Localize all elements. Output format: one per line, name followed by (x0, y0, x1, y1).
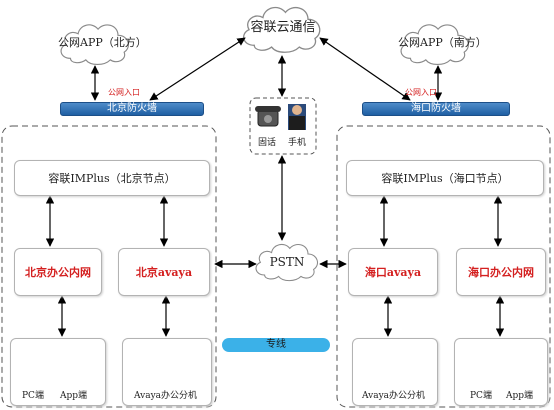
pstn-label: PSTN (269, 255, 305, 269)
north-app-label: 公网APP（北方） (58, 36, 147, 49)
haikou-app-label: App端 (506, 391, 534, 401)
beijing-client-devices (10, 338, 106, 406)
landline-phone-icon (255, 106, 281, 127)
beijing-app-label: App端 (60, 391, 88, 401)
beijing-avaya-extensions (122, 338, 212, 406)
phones-region (249, 97, 317, 155)
beijing-avaya-label: 北京avaya (135, 266, 193, 279)
mobile-label: 手机 (288, 138, 307, 148)
haikou-avaya-label: 海口avaya (364, 266, 422, 279)
mobile-user-icon (288, 104, 306, 130)
beijing-implus-node: 容联IMPlus（北京节点） (14, 160, 210, 196)
south-entry-label: 公网入口 (405, 88, 437, 97)
haikou-firewall: 海口防火墙 (362, 102, 510, 116)
beijing-pc-label: PC端 (22, 391, 44, 401)
south-app-label: 公网APP（南方） (398, 36, 487, 49)
beijing-implus-label: 容联IMPlus（北京节点） (48, 172, 176, 185)
haikou-avaya-extensions (352, 338, 438, 406)
beijing-avaya: 北京avaya (118, 248, 210, 296)
haikou-avaya: 海口avaya (348, 248, 438, 296)
haikou-implus-node: 容联IMPlus（海口节点） (346, 160, 544, 196)
haikou-office-network: 海口办公内网 (456, 248, 546, 296)
haikou-avaya-ext-label: Avaya办公分机 (362, 391, 426, 401)
haikou-client-devices (454, 338, 548, 406)
beijing-office-network-label: 北京办公内网 (25, 266, 91, 279)
north-entry-label: 公网入口 (108, 88, 140, 97)
landline-label: 固话 (258, 138, 277, 148)
haikou-pc-label: PC端 (470, 391, 492, 401)
beijing-firewall: 北京防火墙 (60, 102, 204, 116)
haikou-implus-label: 容联IMPlus（海口节点） (381, 172, 509, 185)
beijing-avaya-ext-label: Avaya办公分机 (134, 391, 198, 401)
dedicated-line: 专线 (222, 338, 330, 352)
beijing-office-network: 北京办公内网 (14, 248, 102, 296)
haikou-office-network-label: 海口办公内网 (468, 266, 534, 279)
cloud-communication-label: 容联云通信 (250, 20, 316, 35)
